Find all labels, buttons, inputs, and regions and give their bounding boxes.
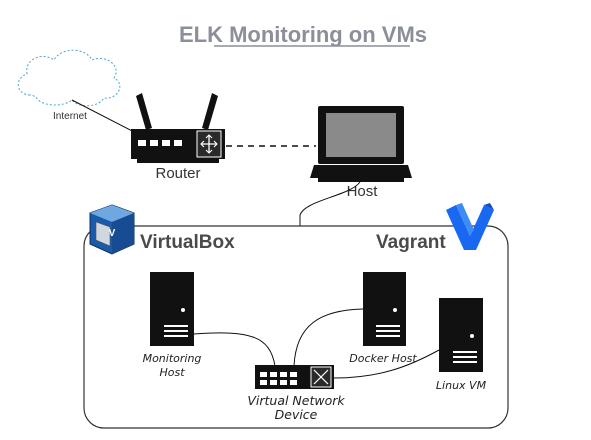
virtualbox-logo-icon: V [89, 204, 135, 255]
docker-host-label: Docker Host [349, 352, 417, 365]
monitoring-host-label-line2: Host [159, 366, 185, 379]
monitoring-switch-link [193, 332, 276, 367]
linux-vm-label: Linux VM [436, 379, 487, 392]
server-icon [439, 298, 483, 372]
router-label: Router [155, 165, 200, 182]
vagrant-label: Vagrant [376, 232, 446, 253]
svg-text:V: V [109, 228, 116, 239]
server-icon [150, 272, 194, 346]
network-switch-icon [255, 365, 334, 389]
cloud-icon [17, 49, 121, 107]
laptop-icon [310, 106, 412, 182]
network-device-label-line2: Device [275, 407, 318, 422]
server-icon [363, 272, 406, 346]
docker-switch-link [293, 308, 364, 367]
network-device-label-line1: Virtual Network [247, 393, 345, 408]
host-label: Host [347, 183, 379, 200]
virtualbox-label: VirtualBox [140, 232, 235, 253]
vagrant-logo-icon [446, 203, 494, 250]
monitoring-host-label-line1: Monitoring [143, 352, 202, 365]
diagram-title: ELK Monitoring on VMs [179, 22, 427, 47]
internet-router-link [71, 99, 139, 135]
host-virtualbox-link [299, 181, 361, 226]
linuxvm-switch-link [333, 349, 440, 379]
internet-label: Internet [53, 111, 87, 122]
router-icon [131, 93, 225, 163]
